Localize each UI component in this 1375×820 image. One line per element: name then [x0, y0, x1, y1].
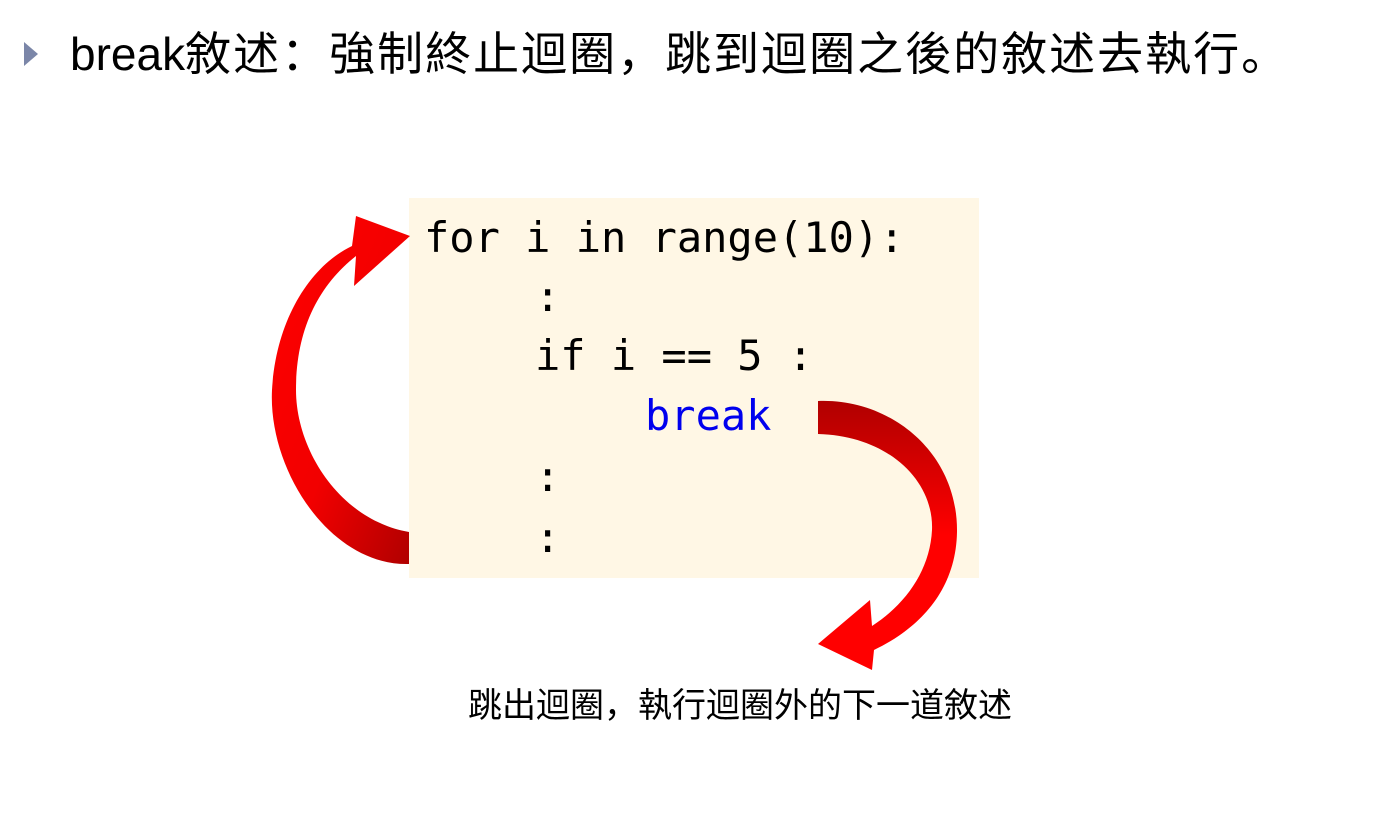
caption: 跳出迴圈，執行迴圈外的下一道敘述 — [468, 686, 1012, 726]
bullet-keyword: break — [70, 28, 186, 80]
code-line-ellipsis: : — [535, 452, 561, 501]
code-line-break: break — [645, 391, 772, 440]
code-line-for: for i in range(10): — [424, 213, 905, 262]
code-line-ellipsis: : — [535, 272, 561, 321]
curved-arrow-left-icon — [271, 216, 410, 565]
code-line-ellipsis: : — [535, 513, 561, 562]
curved-arrow-right-icon — [818, 400, 958, 670]
bullet-text: break敘述：強制終止迴圈，跳到迴圈之後的敘述去執行。 — [70, 22, 1360, 86]
bullet-description: 敘述：強制終止迴圈，跳到迴圈之後的敘述去執行。 — [185, 27, 1290, 81]
code-block — [409, 198, 979, 578]
triangle-right-icon — [24, 42, 38, 66]
code-line-if: if i == 5 : — [535, 331, 814, 380]
